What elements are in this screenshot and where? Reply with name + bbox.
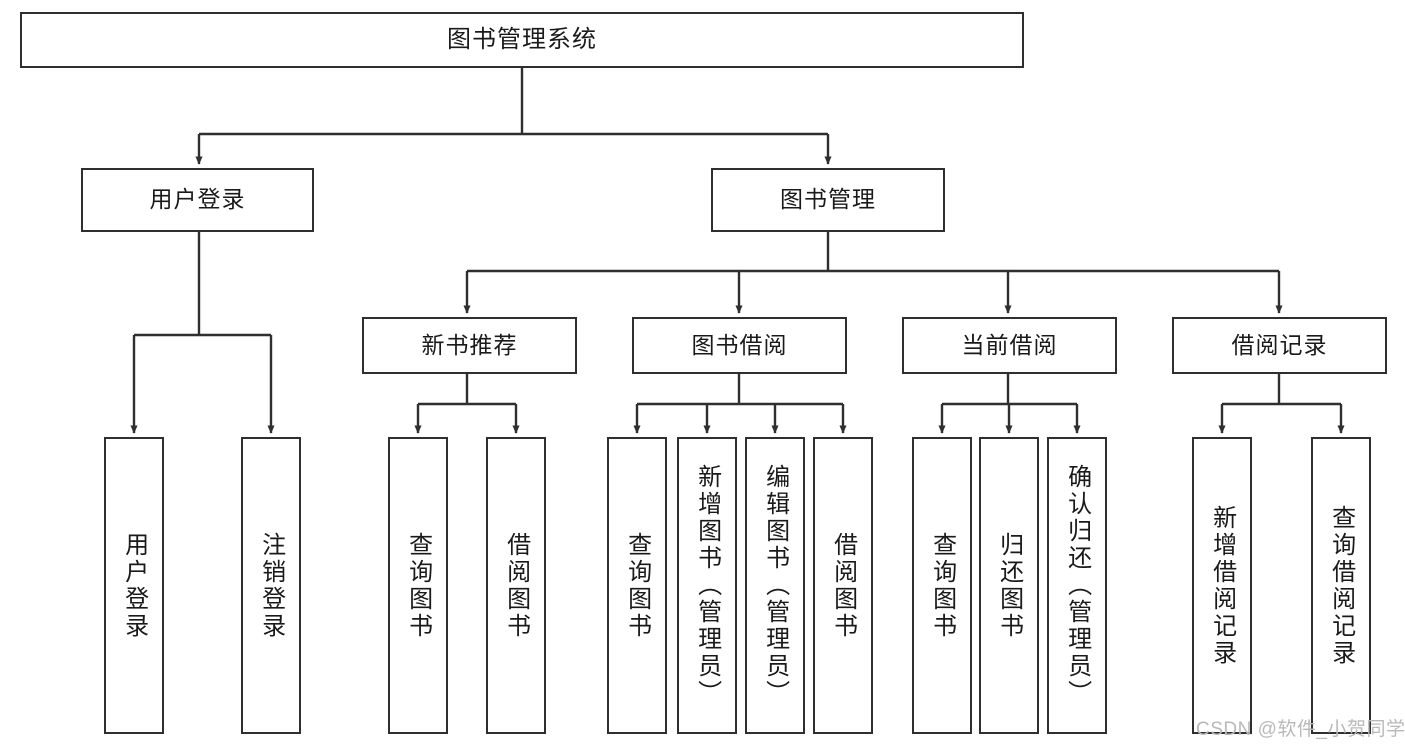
leaf-borrow-book[interactable]: 借阅图书 — [813, 437, 873, 734]
leaf-user-login[interactable]: 用户登录 — [104, 437, 164, 734]
node-root-book-management-system[interactable]: 图书管理系统 — [20, 12, 1024, 68]
node-user-login[interactable]: 用户登录 — [81, 168, 314, 232]
node-current-borrow[interactable]: 当前借阅 — [902, 317, 1117, 374]
node-borrow-record[interactable]: 借阅记录 — [1172, 317, 1387, 374]
edges-borrowrecord-to-leaves — [1218, 374, 1345, 434]
leaf-edit-book-admin[interactable]: 编辑图书（管理员） — [745, 437, 805, 734]
leaf-query-borrow-record[interactable]: 查询借阅记录 — [1311, 437, 1371, 734]
edges-bookborrow-to-leaves — [633, 374, 847, 434]
leaf-borrow-book-recommend[interactable]: 借阅图书 — [486, 437, 546, 734]
leaf-add-borrow-record[interactable]: 新增借阅记录 — [1192, 437, 1252, 734]
leaf-query-book-borrow[interactable]: 查询图书 — [607, 437, 667, 734]
edges-newbook-to-leaves — [414, 374, 520, 434]
edges-root-to-level2 — [195, 68, 832, 165]
leaf-confirm-return-admin[interactable]: 确认归还（管理员） — [1047, 437, 1107, 734]
node-new-book-recommend[interactable]: 新书推荐 — [362, 317, 577, 374]
edges-currentborrow-to-leaves — [938, 374, 1081, 434]
leaf-logout-login[interactable]: 注销登录 — [241, 437, 301, 734]
leaf-return-book[interactable]: 归还图书 — [979, 437, 1039, 734]
edges-bookmanage-to-level3 — [463, 232, 1283, 314]
node-book-borrow[interactable]: 图书借阅 — [632, 317, 847, 374]
leaf-query-book-recommend[interactable]: 查询图书 — [388, 437, 448, 734]
edges-userlogin-to-leaves — [130, 232, 275, 434]
leaf-add-book-admin[interactable]: 新增图书（管理员） — [677, 437, 737, 734]
csdn-watermark: CSDN @软件_小贺同学 — [1196, 719, 1405, 740]
leaf-query-book-current[interactable]: 查询图书 — [912, 437, 972, 734]
node-book-management[interactable]: 图书管理 — [711, 168, 945, 232]
